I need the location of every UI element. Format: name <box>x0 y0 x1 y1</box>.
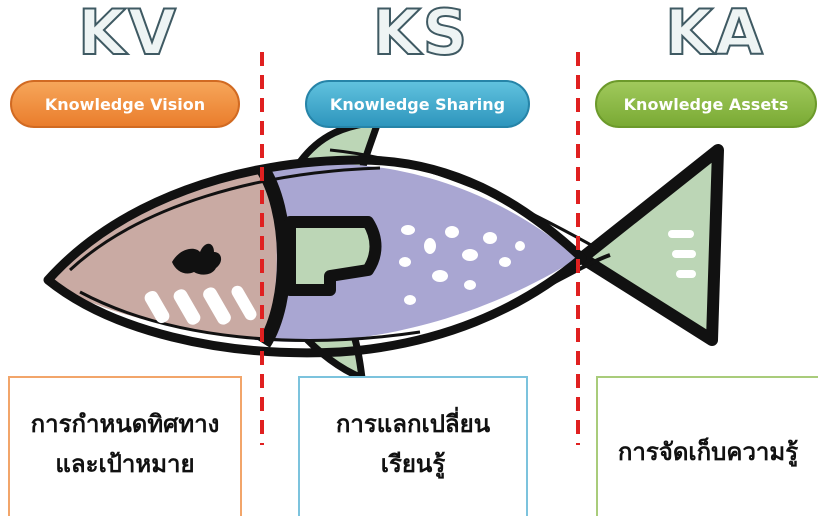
fish-eye <box>172 243 222 275</box>
fish-body <box>240 163 578 342</box>
pill-knowledge-vision: Knowledge Vision <box>10 80 240 128</box>
acronym-kv: KV <box>77 0 179 69</box>
caption-box-ks: การแลกเปลี่ยน เรียนรู้ <box>298 376 528 516</box>
acronym-ka: KA <box>664 0 766 69</box>
caption-text: การกำหนดทิศทาง และเป้าหมาย <box>30 410 220 478</box>
fish-tail-stripes <box>668 230 696 278</box>
caption-text: การแลกเปลี่ยน เรียนรู้ <box>335 410 491 478</box>
pill-knowledge-assets: Knowledge Assets <box>595 80 817 128</box>
fish-pectoral-fin <box>284 216 382 296</box>
pill-knowledge-sharing: Knowledge Sharing <box>305 80 530 128</box>
pill-label: Knowledge Sharing <box>329 94 506 114</box>
caption-box-kv: การกำหนดทิศทาง และเป้าหมาย <box>8 376 242 516</box>
acronym-ks: KS <box>372 0 470 69</box>
fish-head-stripes <box>144 285 257 325</box>
fish-tail <box>576 144 724 346</box>
pill-label: Knowledge Vision <box>44 94 206 114</box>
pill-label: Knowledge Assets <box>623 94 789 114</box>
caption-text: การจัดเก็บความรู้ <box>617 438 799 466</box>
fish-outline <box>43 155 587 358</box>
caption-box-ka: การจัดเก็บความรู้ <box>596 376 818 516</box>
fish-body-spots <box>399 225 525 305</box>
